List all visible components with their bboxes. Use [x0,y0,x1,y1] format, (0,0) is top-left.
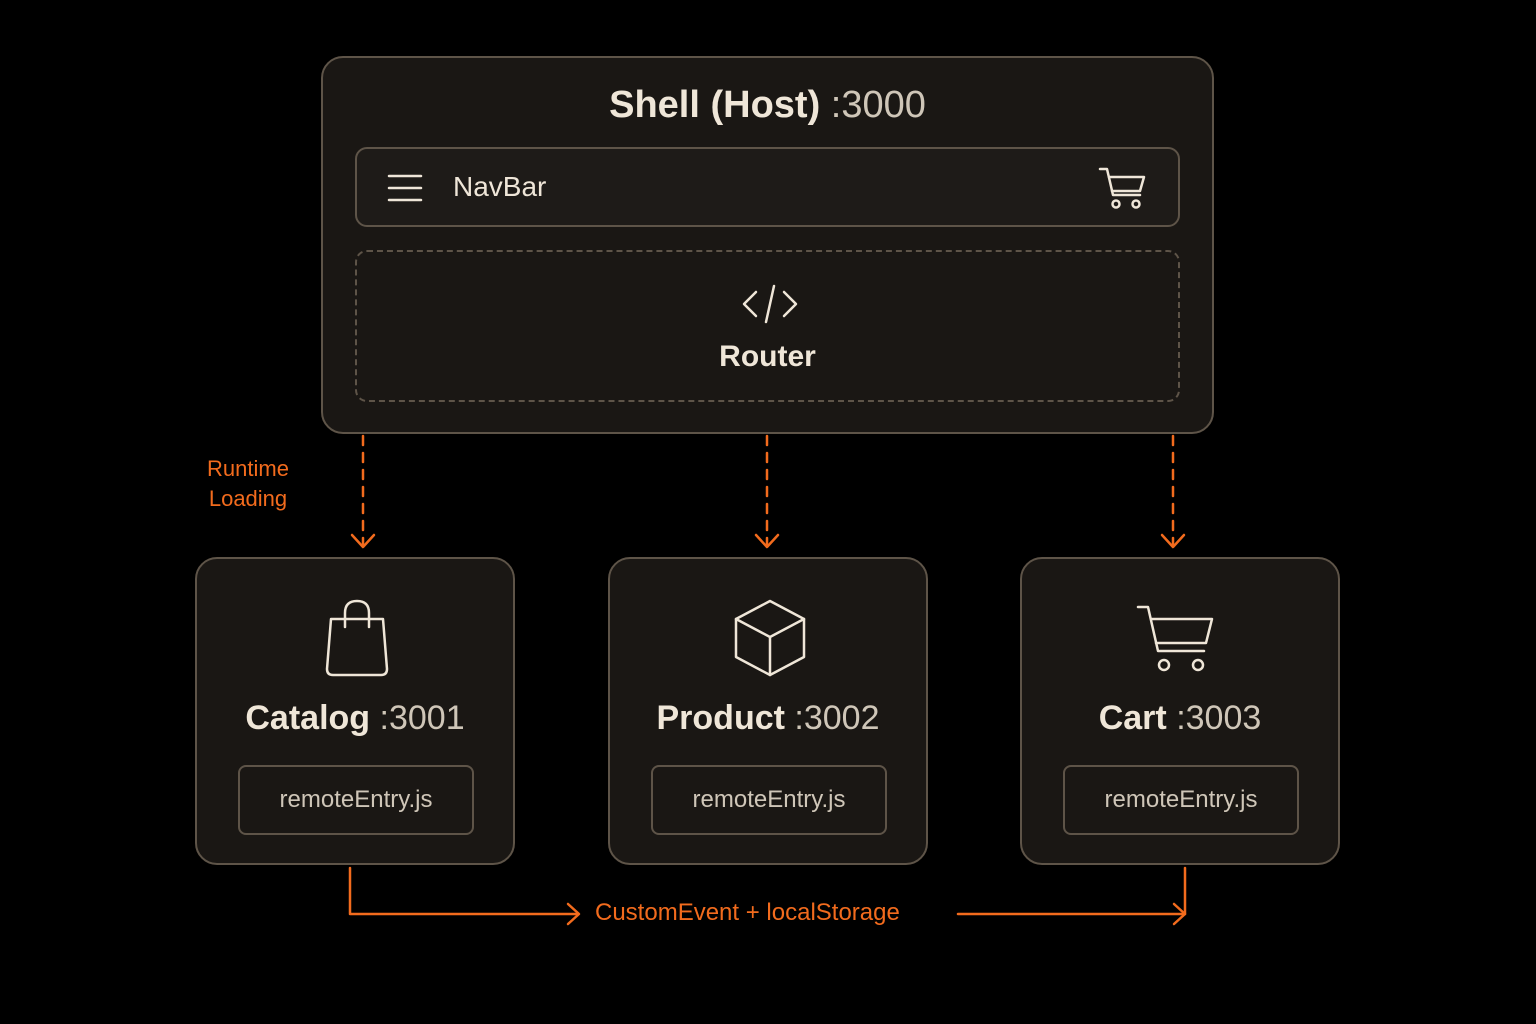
router-label: Router [719,340,816,373]
arrowhead-product [754,533,780,549]
remote-title-product: Product :3002 [610,699,926,738]
event-arrowhead-right [1172,902,1187,926]
remote-card-catalog: Catalog :3001 remoteEntry.js [195,557,515,865]
shopping-bag-icon [317,597,397,686]
remote-entry-catalog: remoteEntry.js [238,765,474,835]
code-icon [740,280,800,333]
navbar-label: NavBar [453,171,547,202]
event-label: CustomEvent + localStorage [595,899,900,926]
router-slot: Router [355,250,1180,402]
event-arrowhead-left [566,902,581,926]
event-line-left [348,866,580,916]
arrowhead-cart [1160,533,1186,549]
remote-port: :3002 [794,699,880,737]
cube-icon [730,597,810,686]
remote-title-catalog: Catalog :3001 [197,699,513,738]
shell-title: Shell (Host) :3000 [321,84,1214,127]
shell-host-card [321,56,1214,434]
shopping-cart-icon [1134,597,1218,682]
runtime-loading-label: Runtime Loading [190,454,306,514]
remote-title-cart: Cart :3003 [1022,699,1338,738]
remote-name: Catalog [245,699,371,737]
remote-entry-cart: remoteEntry.js [1063,765,1299,835]
remote-port: :3001 [379,699,465,737]
hamburger-icon [387,171,425,210]
navbar: NavBar [355,147,1180,227]
runtime-loading-line1: Runtime [207,456,289,481]
remote-name: Product [656,699,785,737]
remote-card-product: Product :3002 remoteEntry.js [608,557,928,865]
runtime-loading-line2: Loading [208,486,288,511]
remote-entry-product: remoteEntry.js [651,765,887,835]
arrowhead-catalog [350,533,376,549]
shell-port: :3000 [830,84,926,126]
cart-icon [1098,165,1148,216]
event-line-right [956,866,1187,916]
remote-port: :3003 [1176,699,1262,737]
shell-name: Shell (Host) [609,84,821,126]
remote-name: Cart [1098,699,1167,737]
remote-card-cart: Cart :3003 remoteEntry.js [1020,557,1340,865]
